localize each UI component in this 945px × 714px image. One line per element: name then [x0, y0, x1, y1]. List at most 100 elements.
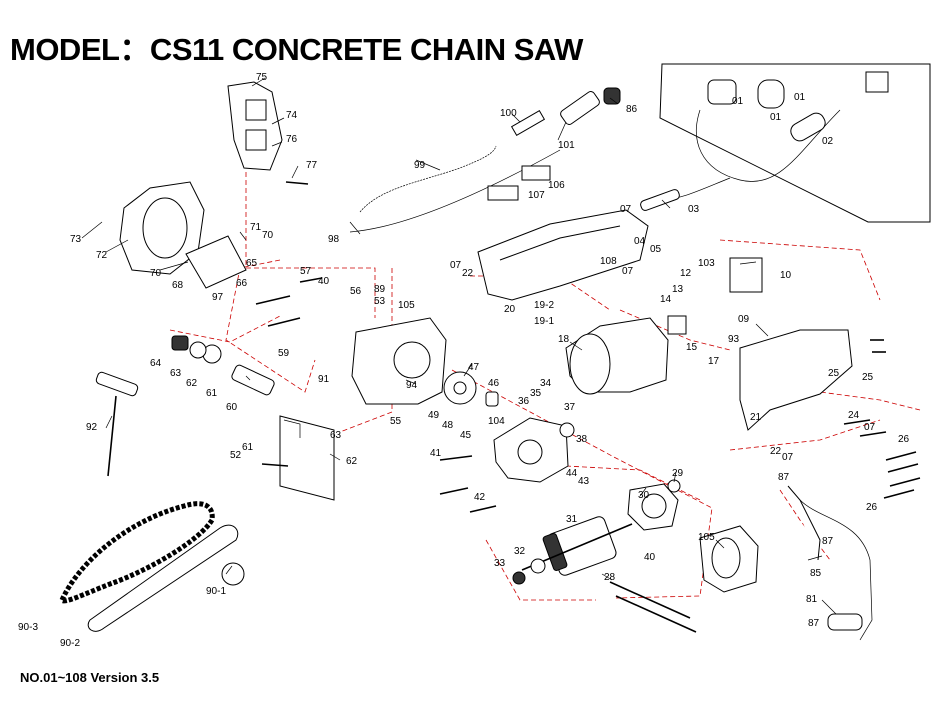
bearing-29 — [667, 479, 681, 493]
plug-01a — [707, 79, 737, 105]
label-62: 60 — [226, 402, 238, 413]
water-hose-98 — [359, 145, 497, 213]
label-90-1: 90-1 — [206, 586, 226, 597]
guard-slot-2 — [245, 129, 267, 151]
bearing-plate-bore — [641, 493, 667, 519]
label-85: 81 — [806, 594, 818, 605]
o-ring-38 — [559, 422, 575, 438]
label-56: 57 — [300, 266, 312, 277]
label-07d: 07 — [864, 422, 876, 433]
label-65: 63 — [170, 368, 182, 379]
label-77: 75 — [256, 72, 268, 83]
label-28: 28 — [604, 572, 616, 583]
valve-100 — [560, 91, 600, 125]
label-20: 20 — [504, 304, 516, 315]
label-42: 42 — [474, 492, 486, 503]
label-41: 41 — [430, 448, 442, 459]
label-07a: 07 — [450, 260, 462, 271]
label-07c: 07 — [620, 204, 632, 215]
label-10: 10 — [780, 270, 792, 281]
label-61: 63 — [330, 430, 342, 441]
label-76: 74 — [286, 110, 298, 121]
label-55: 56 — [350, 286, 362, 297]
washer-65 — [189, 341, 207, 359]
sprocket-90-1 — [221, 562, 245, 586]
label-36: 36 — [518, 396, 530, 407]
plate-60 — [279, 415, 335, 501]
label-106: 107 — [528, 190, 545, 201]
label-44: 44 — [566, 468, 578, 479]
plug-01b — [757, 79, 785, 109]
cord-sleeve-03 — [640, 189, 680, 211]
label-21: 21 — [750, 412, 762, 423]
rear-handle-21 — [739, 329, 853, 431]
label-19-1: 19-1 — [534, 316, 554, 327]
spring-99 — [510, 109, 546, 137]
saw-chain-90-3 — [59, 501, 215, 604]
label-01a: 01 — [732, 96, 744, 107]
label-03: 03 — [688, 204, 700, 215]
label-12: 12 — [680, 268, 692, 279]
label-99: 100 — [500, 108, 517, 119]
label-97: 98 — [328, 234, 340, 245]
gear-housing-bore — [393, 341, 431, 379]
label-77b: 76 — [286, 134, 298, 145]
label-25b: 26 — [898, 434, 910, 445]
label-32: 32 — [514, 546, 526, 557]
label-87c: 87 — [808, 618, 820, 629]
label-101: 103 — [698, 258, 715, 269]
label-31: 31 — [566, 514, 578, 525]
cord-guard-02 — [790, 112, 826, 142]
plate-70 — [185, 235, 247, 289]
clip-105 — [521, 165, 551, 181]
label-45: 45 — [460, 430, 472, 441]
label-57: 59 — [278, 348, 290, 359]
label-73: 71 — [250, 222, 262, 233]
plug-01c — [865, 71, 889, 93]
handle-housing-20 — [477, 209, 649, 301]
label-103: 104 — [488, 416, 505, 427]
clamp-85 — [827, 613, 863, 631]
label-86: 85 — [810, 568, 822, 579]
plate-bend — [283, 419, 301, 438]
label-92: 92 — [86, 422, 98, 433]
label-40: 40 — [318, 276, 330, 287]
guide-bar-90-2 — [87, 524, 239, 632]
label-71: 70 — [150, 268, 162, 279]
label-24: 25 — [862, 372, 874, 383]
shaft-63 — [231, 364, 275, 396]
label-53: 55 — [390, 416, 402, 427]
switch-13 — [667, 315, 687, 335]
label-52b: 52 — [230, 450, 242, 461]
label-67: 65 — [246, 258, 258, 269]
leader-lines — [81, 77, 837, 615]
stator-core — [711, 537, 741, 579]
label-78: 77 — [306, 160, 318, 171]
front-cover-bore — [517, 439, 543, 465]
label-43: 43 — [578, 476, 590, 487]
motor-housing-opening — [569, 333, 611, 395]
label-83: 86 — [626, 104, 638, 115]
fasteners — [255, 181, 921, 513]
label-22b: 22 — [770, 446, 782, 457]
label-74: 72 — [96, 250, 108, 261]
label-70: 68 — [172, 280, 184, 291]
clip-106 — [487, 185, 519, 201]
label-40b: 40 — [644, 552, 656, 563]
label-01c: 01 — [770, 112, 782, 123]
label-33: 33 — [494, 558, 506, 569]
blade-guard-76 — [227, 81, 283, 171]
label-23: 24 — [848, 410, 860, 421]
label-07e: 07 — [782, 452, 794, 463]
label-59: 61 — [242, 442, 254, 453]
bearing-32 — [530, 558, 546, 574]
label-90-2: 90-2 — [60, 638, 80, 649]
label-37: 37 — [564, 402, 576, 413]
label-64: 62 — [186, 378, 198, 389]
label-68: 66 — [236, 278, 248, 289]
label-66: 64 — [150, 358, 162, 369]
label-95: 97 — [212, 292, 224, 303]
label-02: 02 — [822, 136, 834, 147]
bearing-46 — [485, 391, 499, 407]
bolt-28a — [609, 581, 691, 619]
